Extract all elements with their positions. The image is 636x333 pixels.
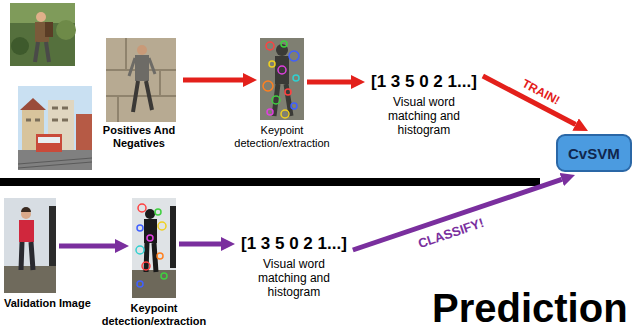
histogram-block: [1 3 5 0 2 1...] Visual word matching and…: [368, 70, 480, 139]
validation-photo: [4, 198, 56, 293]
image-caption: Positives And Negatives: [98, 124, 180, 150]
image-caption: Keypoint detection/extraction: [227, 124, 337, 150]
edge-label: CLASSIFY!: [416, 216, 485, 250]
pedestrian-photo: [106, 38, 176, 122]
image-panel: Positives And Negatives: [8, 3, 180, 171]
flow-arrow: [483, 76, 576, 125]
flow-arrow: [183, 78, 243, 83]
flow-arrow: [307, 80, 351, 85]
classifier-name: CvSVM: [568, 145, 620, 162]
edge-label: TRAIN!: [521, 77, 563, 106]
block-caption: Visual word matching and histogram: [251, 257, 337, 299]
classifier-box: CvSVM: [556, 134, 632, 172]
histogram-block: [1 3 5 0 2 1...] Visual word matching and…: [238, 232, 350, 301]
image-panel: Keypoint detection/extraction: [132, 198, 176, 298]
image-panel: Keypoint detection/extraction: [260, 38, 304, 120]
hiker-photo: [10, 3, 76, 66]
keypoint-image: [260, 38, 304, 120]
image-panel: Validation Image: [4, 198, 56, 293]
histogram-vector: [1 3 5 0 2 1...]: [241, 234, 347, 254]
section-title: Prediction: [432, 287, 628, 329]
flow-arrow: [59, 244, 115, 249]
histogram-vector: [1 3 5 0 2 1...]: [371, 72, 477, 92]
divider-bar: [0, 178, 540, 186]
image-caption: Validation Image: [4, 297, 91, 310]
flow-arrow: [353, 179, 562, 250]
street-photo: [18, 86, 92, 170]
keypoint-image: [132, 198, 176, 298]
image-caption: Keypoint detection/extraction: [99, 302, 209, 328]
block-caption: Visual word matching and histogram: [381, 95, 467, 137]
flow-arrow: [179, 242, 221, 247]
